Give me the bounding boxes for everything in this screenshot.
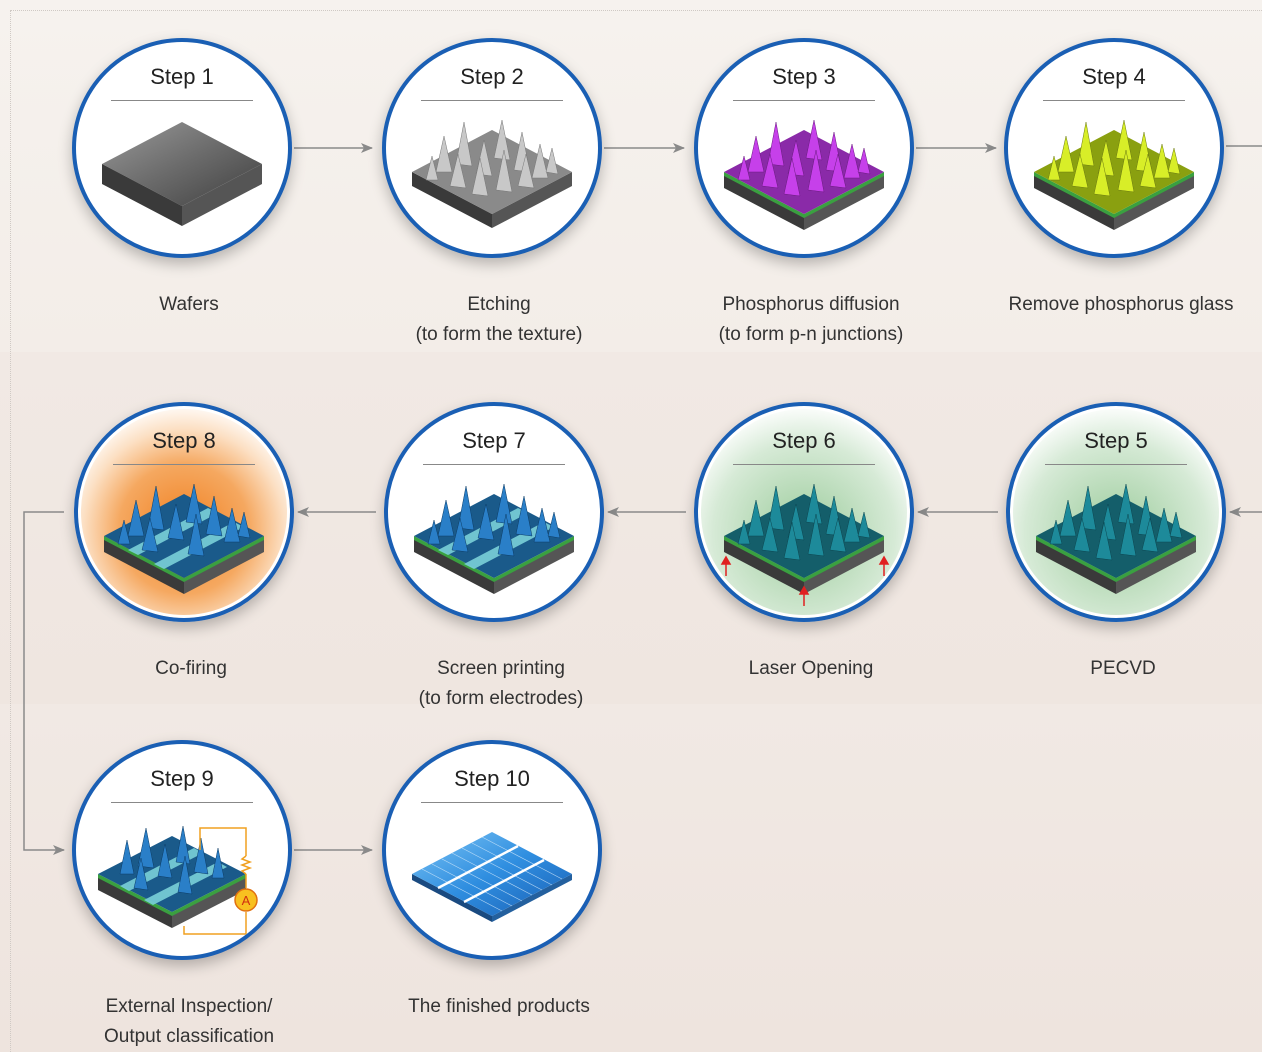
step-10-title: Step 10 bbox=[454, 766, 530, 791]
step-1: Step 1 Wafers bbox=[64, 38, 314, 315]
finished-solar-cell-icon bbox=[412, 832, 572, 922]
dotted-border-top bbox=[10, 10, 1262, 12]
step-3-caption: Phosphorus diffusion (to form p-n juncti… bbox=[718, 294, 904, 345]
step-10-disc: Step 10 bbox=[382, 740, 602, 960]
step-8-title: Step 8 bbox=[152, 428, 216, 453]
dotted-border-left bbox=[10, 10, 12, 1052]
step-6-divider bbox=[733, 464, 875, 465]
step-6-title: Step 6 bbox=[772, 428, 836, 453]
inspection-wafer-icon: A bbox=[98, 825, 258, 935]
step-5-title: Step 5 bbox=[1084, 428, 1148, 453]
step-5: Step 5 PECVD bbox=[998, 402, 1248, 679]
step-3: Step 3 Phosphorus diffusion (to form p-n… bbox=[686, 38, 936, 345]
step-7-caption: Screen printing (to form electrodes) bbox=[418, 658, 584, 709]
phosphorus-wafer-icon bbox=[724, 119, 884, 230]
step-2-title: Step 2 bbox=[460, 64, 524, 89]
step-3-title: Step 3 bbox=[772, 64, 836, 89]
step-4-title: Step 4 bbox=[1082, 64, 1146, 89]
step-8-divider bbox=[113, 464, 255, 465]
step-10: Step 10 The finished products bbox=[374, 740, 624, 1017]
step-5-caption: PECVD bbox=[1090, 658, 1156, 679]
step-6-disc: Step 6 bbox=[694, 402, 914, 622]
step-9-title: Step 9 bbox=[150, 766, 214, 791]
step-2: Step 2 Etching (to form the texture) bbox=[374, 38, 624, 345]
step-9-divider bbox=[111, 802, 253, 803]
step-4-disc: Step 4 bbox=[1004, 38, 1224, 258]
step-9-disc: Step 9 A bbox=[72, 740, 292, 960]
step-1-caption: Wafers bbox=[159, 294, 219, 315]
step-6-caption: Laser Opening bbox=[748, 658, 874, 679]
step-10-divider bbox=[421, 802, 563, 803]
step-10-caption: The finished products bbox=[408, 996, 590, 1017]
step-1-title: Step 1 bbox=[150, 64, 214, 89]
step-8-disc: Step 8 bbox=[74, 402, 294, 622]
step-2-caption: Etching (to form the texture) bbox=[415, 294, 583, 345]
step-1-divider bbox=[111, 100, 253, 101]
step-6: Step 6 Laser Opening bbox=[686, 402, 936, 679]
step-4: Step 4 Remove phosphorus glass bbox=[996, 38, 1246, 315]
step-3-divider bbox=[733, 100, 875, 101]
step-2-divider bbox=[421, 100, 563, 101]
step-5-divider bbox=[1045, 464, 1187, 465]
screen-printed-wafer-icon bbox=[414, 483, 574, 594]
step-2-disc: Step 2 bbox=[382, 38, 602, 258]
step-7: Step 7 Screen printing (to form electrod… bbox=[376, 402, 626, 709]
step-9: Step 9 A bbox=[64, 740, 314, 1047]
step-1-disc: Step 1 bbox=[72, 38, 292, 258]
cleaned-wafer-icon bbox=[1034, 119, 1194, 230]
step-4-caption: Remove phosphorus glass bbox=[1008, 294, 1234, 315]
arrow-step8-step9 bbox=[23, 511, 65, 855]
step-4-divider bbox=[1043, 100, 1185, 101]
co-fired-wafer-icon bbox=[104, 483, 264, 594]
ammeter-label: A bbox=[242, 893, 251, 908]
pecvd-wafer-icon bbox=[1036, 483, 1196, 594]
plain-wafer-icon bbox=[102, 122, 262, 226]
step-8-caption: Co-firing bbox=[155, 658, 227, 679]
step-8: Step 8 Co-firing bbox=[66, 402, 316, 679]
step-7-disc: Step 7 bbox=[384, 402, 604, 622]
step-7-divider bbox=[423, 464, 565, 465]
laser-opening-wafer-icon bbox=[720, 483, 890, 606]
textured-wafer-icon bbox=[412, 119, 572, 228]
step-9-caption: External Inspection/ Output classificati… bbox=[103, 996, 275, 1047]
step-5-disc: Step 5 bbox=[1006, 402, 1226, 622]
step-3-disc: Step 3 bbox=[694, 38, 914, 258]
step-7-title: Step 7 bbox=[462, 428, 526, 453]
